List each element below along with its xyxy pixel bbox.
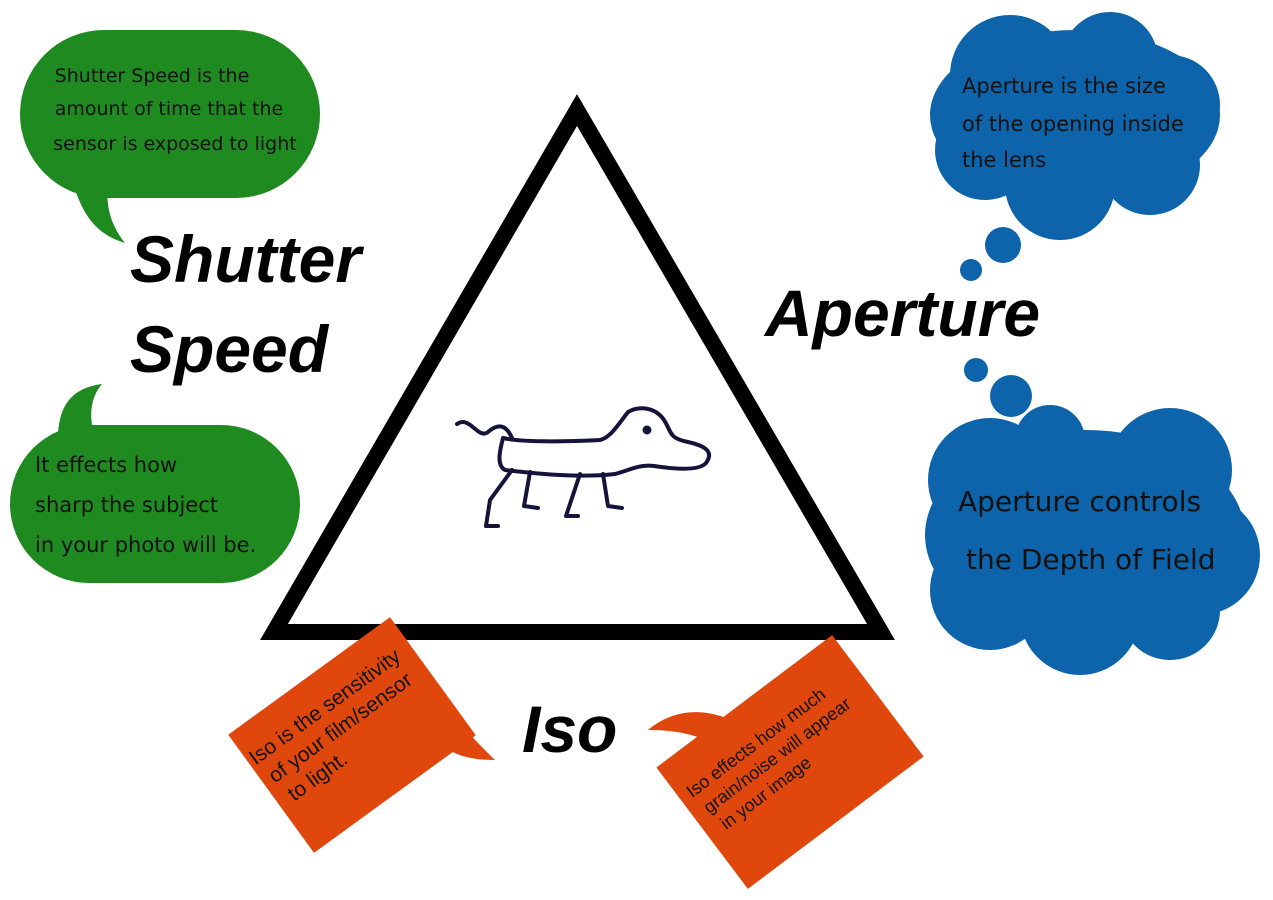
dog-doodle-icon [455, 406, 712, 528]
aperture-note-bottom-line: the Depth of Field [966, 543, 1216, 576]
aperture-note-top-line: Aperture is the size [962, 74, 1166, 98]
aperture-note-top [930, 12, 1220, 281]
svg-text:It effects how sharp the: It effects how sharp the subject in your… [35, 453, 256, 557]
aperture-note-bottom [925, 358, 1260, 675]
shutter-note-bottom-bubble [10, 425, 300, 583]
cloud-lobe [928, 418, 1052, 542]
shutter-note-top-bubble [20, 30, 320, 198]
svg-text:Shutter Speed is the amo: Shutter Speed is the amount of time that… [53, 65, 296, 155]
aperture-note-top-line: the lens [962, 148, 1046, 172]
shutter-note-top: Shutter Speed is the amount of time that… [20, 30, 320, 243]
iso-label: Iso [522, 692, 617, 766]
thought-bubble [985, 227, 1021, 263]
shutter-note-bottom-tail [58, 384, 102, 440]
iso-note-right-box [656, 635, 924, 889]
shutter-note-bottom-line: It effects how [35, 453, 177, 477]
cloud-lobe [1020, 555, 1140, 675]
shutter-note-bottom-line: sharp the subject [35, 493, 218, 517]
cloud-lobe [935, 100, 1035, 200]
shutter-note-top-tail [72, 180, 125, 243]
aperture-label: Aperture [763, 276, 1040, 350]
exposure-triangle [260, 94, 895, 640]
iso-note-left-box [228, 617, 476, 853]
shutter-note-bottom-line: in your photo will be. [35, 533, 256, 557]
thought-bubble [964, 358, 988, 382]
shutter-note-bottom: It effects how sharp the subject in your… [10, 384, 300, 583]
iso-note-right: Iso effects how much grain/noise will ap… [648, 635, 924, 889]
cloud-lobe [1100, 115, 1200, 215]
svg-text:Aperture is the size of th: Aperture is the size of the opening insi… [962, 74, 1190, 172]
shutter-note-top-line: amount of time that the [55, 98, 283, 120]
svg-text:Aperture controls the Dept: Aperture controls the Depth of Field [958, 485, 1216, 576]
iso-note-left: Iso is the sensitivity of your film/sens… [228, 617, 495, 853]
svg-text:Shutter Speed: Shutter Speed [130, 222, 379, 386]
shutter-note-top-line: sensor is exposed to light [53, 133, 296, 155]
thought-bubble [960, 259, 982, 281]
cloud-lobe [1120, 560, 1220, 660]
aperture-note-bottom-line: Aperture controls [958, 485, 1201, 518]
aperture-note-top-line: of the opening inside [962, 112, 1184, 136]
shutter-speed-label: Shutter [130, 222, 364, 296]
shutter-speed-label: Speed [130, 312, 330, 386]
cloud-lobe [930, 530, 1050, 650]
thought-bubble [990, 375, 1032, 417]
shutter-note-top-line: Shutter Speed is the [55, 65, 250, 87]
